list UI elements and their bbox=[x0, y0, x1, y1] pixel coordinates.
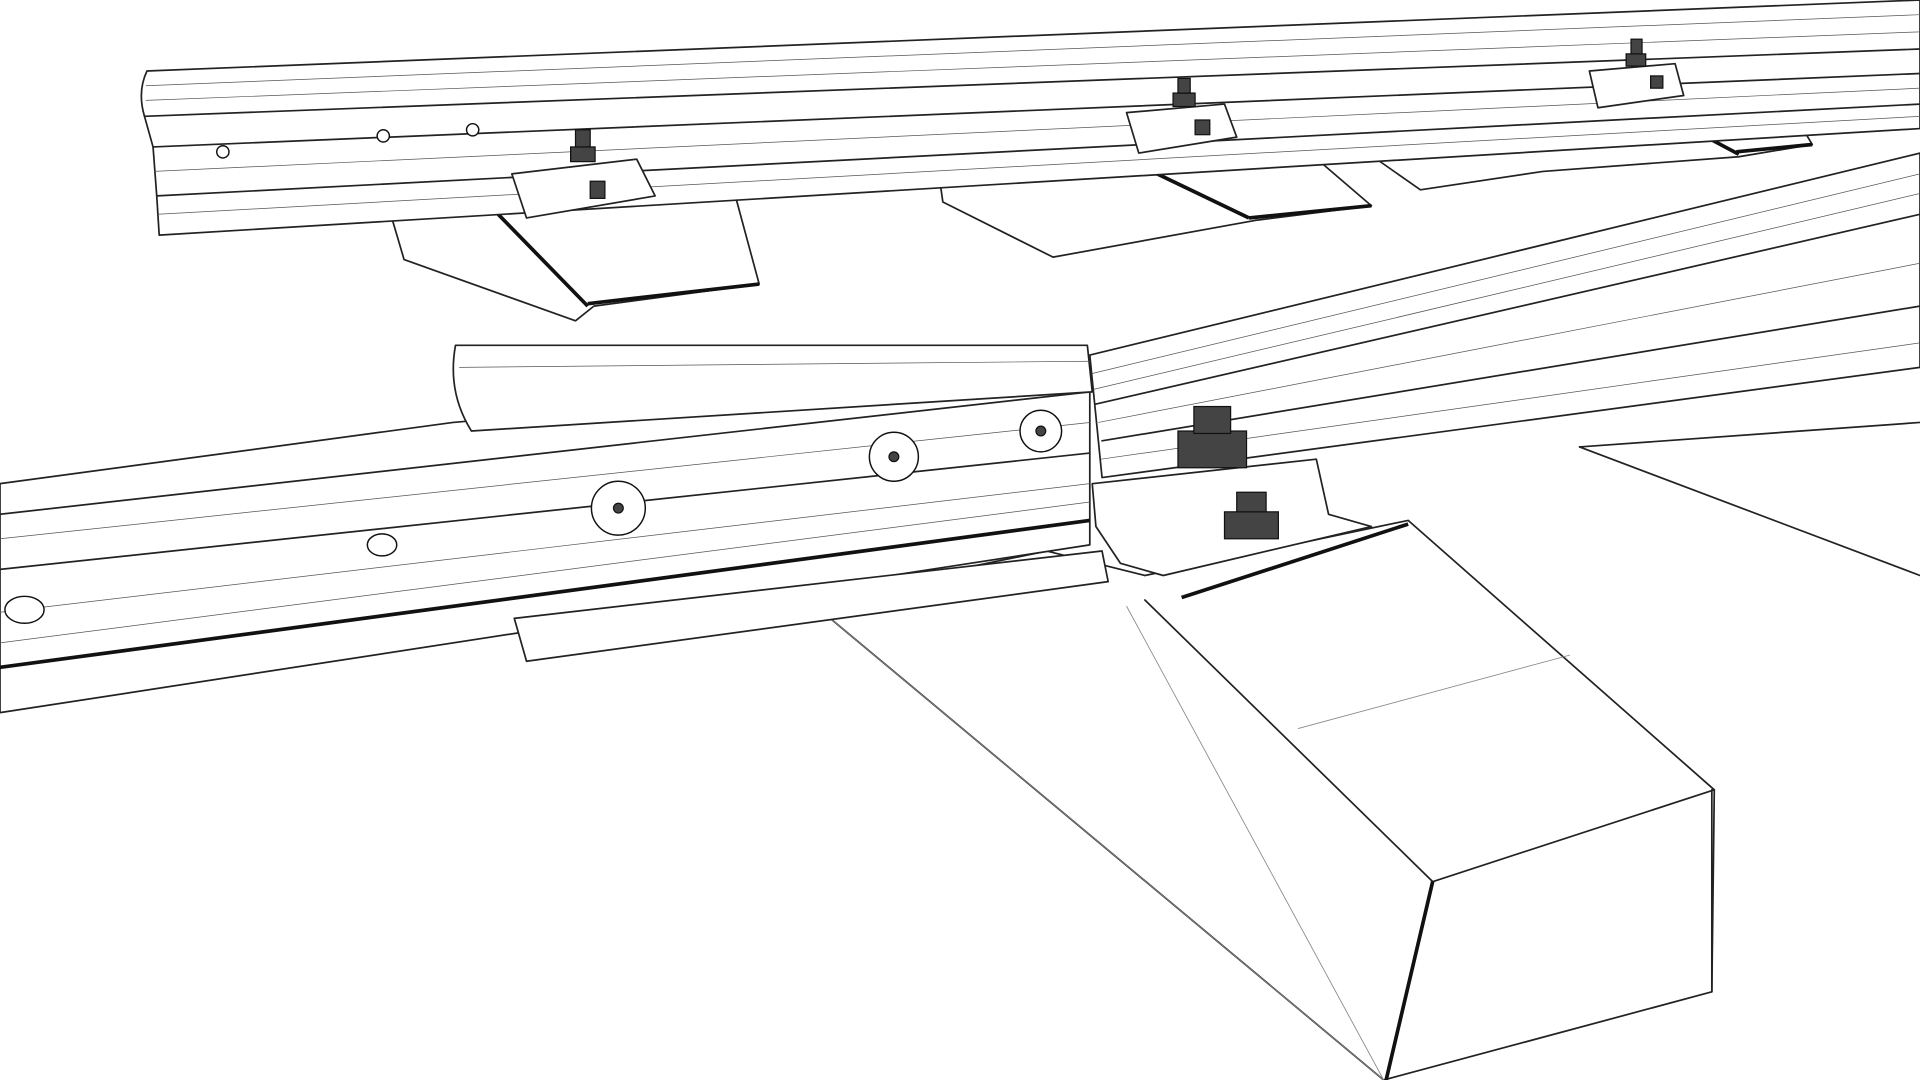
nut bbox=[1177, 430, 1248, 469]
rail-hole bbox=[376, 129, 391, 143]
rail-head-end bbox=[452, 344, 1094, 432]
near-rail-left bbox=[0, 344, 1110, 714]
near-fastener bbox=[1091, 405, 1373, 577]
rail-hole bbox=[4, 595, 45, 624]
near-sleeper bbox=[807, 421, 1920, 1080]
fastener-clip-2 bbox=[1125, 77, 1238, 154]
rail-hole bbox=[465, 122, 480, 137]
far-sleeper-1 bbox=[390, 192, 761, 322]
nut bbox=[1223, 511, 1279, 540]
rail-hole bbox=[366, 533, 398, 557]
fastener-clip-1 bbox=[510, 129, 656, 219]
bolt bbox=[1193, 405, 1232, 435]
fastener-clip-3 bbox=[1588, 38, 1685, 109]
rail-hole bbox=[216, 144, 230, 159]
rail-foot bbox=[513, 550, 1110, 663]
bolt bbox=[1236, 491, 1267, 513]
